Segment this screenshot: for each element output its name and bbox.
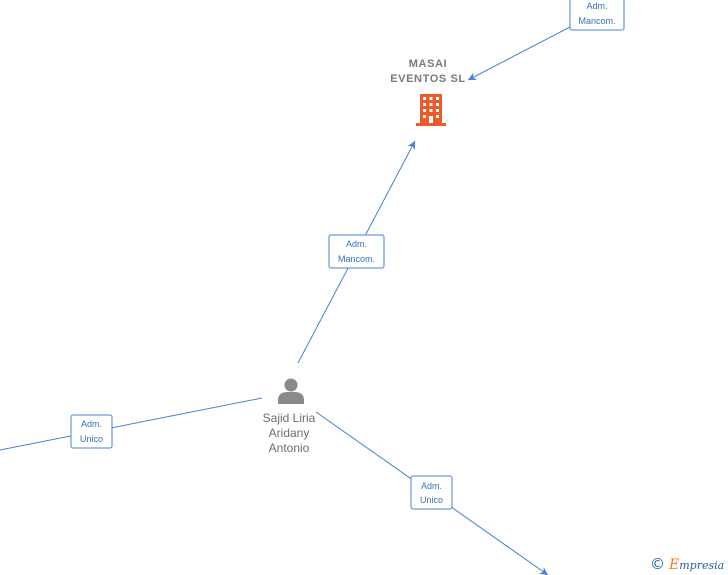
edge-label-line-2: Mancom. [338, 254, 375, 264]
edge-person-to-company: Adm. Mancom. [297, 140, 416, 364]
person-name-line-3: Antonio [269, 441, 310, 455]
brand-initial: E [668, 557, 679, 573]
edge-label-box [70, 414, 113, 449]
copyright-symbol: © [650, 555, 665, 573]
building-icon [416, 94, 446, 126]
edge-label-line-1: Adm. [586, 1, 607, 11]
edge-person-to-bottom-right: Adm. Unico [315, 411, 549, 575]
edge-label-box [410, 475, 453, 510]
edge-label-box [328, 234, 385, 269]
edge-label-line-2: Unico [80, 434, 103, 444]
edge-label: Adm. Mancom. [328, 234, 385, 269]
edge-label: Adm. Unico [410, 475, 453, 510]
person-node-sajid-liria[interactable]: Sajid Liria Aridany Antonio [263, 378, 316, 456]
company-node-masai-eventos[interactable]: MASAI EVENTOS SL [390, 58, 465, 126]
brand-rest: mpresia [679, 559, 724, 572]
person-icon [278, 378, 304, 404]
edge-top-right: Adm. Mancom. [467, 0, 625, 81]
edge-label-line-2: Mancom. [578, 16, 615, 26]
person-name-line-1: Sajid Liria [263, 411, 316, 425]
company-name-line-2: EVENTOS SL [390, 73, 465, 85]
edge-label-line-1: Adm. [346, 239, 367, 249]
edge-label-line-2: Unico [420, 495, 443, 505]
brand-logo-text: Empresia [668, 557, 724, 573]
edge-person-to-left: Adm. Unico [0, 397, 263, 451]
empresia-watermark[interactable]: © Empresia [650, 555, 724, 573]
person-name-line-2: Aridany [269, 426, 310, 440]
edge-label: Adm. Unico [70, 414, 113, 449]
edge-label-line-1: Adm. [421, 481, 442, 491]
edge-line [0, 397, 263, 451]
edge-label-box [569, 0, 625, 31]
company-name-line-1: MASAI [409, 58, 447, 70]
edge-label: Adm. Mancom. [569, 0, 625, 31]
edge-label-line-1: Adm. [81, 419, 102, 429]
